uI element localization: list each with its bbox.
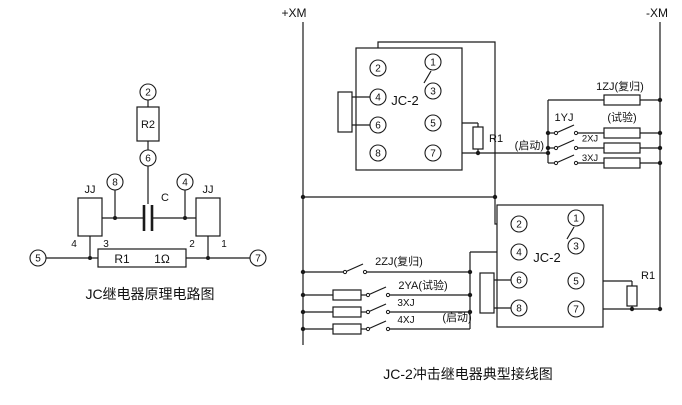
upper-terminal-6: 6 bbox=[375, 121, 381, 132]
upper-terminal-1: 1 bbox=[430, 58, 436, 69]
resistor-1yj bbox=[603, 127, 641, 139]
upper-terminal-5: 5 bbox=[430, 119, 436, 130]
lower-relay-coil-stubs bbox=[494, 279, 511, 309]
resistor-r2-label: R2 bbox=[141, 119, 155, 131]
terminal-8: 8 bbox=[112, 178, 118, 189]
upper-terminal-3: 3 bbox=[430, 87, 436, 98]
right-wiring-circuit: +XM -XM bbox=[281, 6, 668, 382]
resistor-4xj bbox=[332, 323, 362, 335]
terminal-2: 2 bbox=[145, 88, 151, 99]
resistor-2ya bbox=[332, 289, 362, 301]
lower-relay-coil bbox=[479, 272, 495, 314]
capacitor-icon bbox=[142, 205, 154, 231]
upper-terminal-4: 4 bbox=[375, 93, 381, 104]
resistor-3xj-lower bbox=[332, 306, 362, 318]
right-circuit-junctions bbox=[300, 97, 663, 332]
terminal-4: 4 bbox=[182, 178, 188, 189]
upper-terminal-2: 2 bbox=[375, 64, 381, 75]
bus-lines bbox=[302, 22, 661, 345]
lower-terminal-8: 8 bbox=[516, 304, 522, 315]
upper-r1-label: R1 bbox=[489, 133, 503, 145]
lower-terminal-3: 3 bbox=[573, 242, 579, 253]
coil-jj-left-label: JJ bbox=[85, 184, 96, 196]
coil-jj-left-box bbox=[77, 197, 103, 237]
resistor-r1-box bbox=[97, 248, 187, 268]
lower-terminal-6: 6 bbox=[516, 276, 522, 287]
upper-r1-box bbox=[472, 126, 484, 150]
pin-2: 2 bbox=[189, 239, 195, 250]
label-2xj: 2XJ bbox=[582, 134, 599, 145]
right-circuit-caption: JC-2冲击继电器典型接线图 bbox=[383, 366, 553, 382]
coil-jj-right-label: JJ bbox=[203, 184, 214, 196]
label-1yj: 1YJ bbox=[555, 112, 574, 124]
resistor-r1-value: 1Ω bbox=[154, 252, 170, 266]
label-start-upper: (启动) bbox=[515, 139, 544, 152]
lower-terminal-7: 7 bbox=[573, 305, 579, 316]
label-test-upper: (试验) bbox=[607, 110, 636, 124]
terminal-5: 5 bbox=[35, 254, 41, 265]
lower-terminal-1: 1 bbox=[573, 214, 579, 225]
upper-relay-coil-stubs bbox=[352, 96, 370, 126]
resistor-1zj bbox=[603, 94, 641, 106]
bus-positive-label: +XM bbox=[281, 6, 306, 20]
lower-branch-rows: 2ZJ(复归) 2YA(试验) 3XJ 4XJ (启动) bbox=[303, 254, 472, 335]
lower-terminal-5: 5 bbox=[573, 277, 579, 288]
label-2ya-test: 2YA(试验) bbox=[398, 278, 447, 292]
terminal-7: 7 bbox=[255, 254, 261, 265]
lower-relay-name: JC-2 bbox=[533, 250, 560, 265]
lower-r1-box bbox=[626, 285, 638, 307]
lower-r1-label: R1 bbox=[641, 270, 655, 282]
lower-relay-contact-icon bbox=[566, 226, 575, 240]
upper-relay-coil bbox=[337, 91, 353, 133]
upper-relay-name: JC-2 bbox=[391, 93, 418, 108]
left-circuit-junctions bbox=[88, 216, 210, 260]
upper-terminal-7: 7 bbox=[430, 149, 436, 160]
lower-terminal-4: 4 bbox=[516, 248, 522, 259]
label-4xj: 4XJ bbox=[397, 315, 414, 326]
upper-terminal-8: 8 bbox=[375, 149, 381, 160]
lower-terminal-2: 2 bbox=[516, 220, 522, 231]
capacitor-label: C bbox=[161, 192, 169, 204]
label-1zj-reset: 1ZJ(复归) bbox=[596, 79, 644, 93]
label-start-lower: (启动) bbox=[442, 311, 471, 324]
pin-4: 4 bbox=[71, 239, 77, 250]
terminal-6: 6 bbox=[145, 154, 151, 165]
left-circuit-caption: JC继电器原理电路图 bbox=[85, 286, 214, 302]
resistor-3xj-upper bbox=[603, 157, 641, 169]
coil-jj-right-box bbox=[195, 197, 221, 237]
resistor-r1-name: R1 bbox=[114, 252, 130, 266]
lower-relay-block: JC-2 2 4 6 8 1 3 5 7 bbox=[479, 204, 604, 328]
upper-relay-block: JC-2 2 4 6 8 1 3 5 7 bbox=[337, 47, 463, 171]
resistor-2xj bbox=[603, 142, 641, 154]
label-3xj-lower: 3XJ bbox=[397, 298, 414, 309]
label-3xj-upper: 3XJ bbox=[582, 153, 599, 164]
pin-3: 3 bbox=[103, 239, 109, 250]
bus-negative-label: -XM bbox=[646, 6, 668, 20]
resistor-r2-box bbox=[136, 106, 160, 142]
left-principle-circuit: C R2 JJ JJ 4 3 2 1 R1 1Ω 2 6 8 4 5 7 bbox=[29, 83, 267, 302]
upper-relay-contact-icon bbox=[423, 70, 432, 84]
left-circuit-terminals: 2 6 8 4 5 7 bbox=[29, 83, 267, 267]
pin-1: 1 bbox=[221, 239, 227, 250]
upper-branch-rows: 1ZJ(复归) 1YJ (试验) 2XJ 3XJ (启动) bbox=[515, 79, 660, 169]
label-2zj-reset: 2ZJ(复归) bbox=[375, 254, 423, 268]
